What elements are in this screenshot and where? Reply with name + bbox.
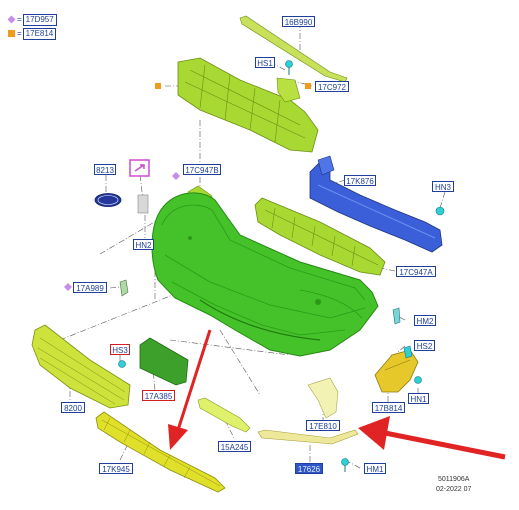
side-clip bbox=[119, 279, 129, 297]
legend-code: 17E814 bbox=[22, 28, 57, 40]
label-17c972: 17C972 bbox=[315, 81, 349, 92]
hs3-clip bbox=[118, 360, 126, 368]
impact-beam bbox=[309, 155, 443, 253]
label-hs1: HS1 bbox=[255, 57, 275, 68]
label-17626: 17626 bbox=[295, 463, 323, 474]
label-17b814: 17B814 bbox=[372, 402, 405, 413]
upper-bracket-part bbox=[177, 57, 319, 153]
label-8213: 8213 bbox=[94, 164, 116, 175]
red-arrow-down bbox=[168, 329, 212, 450]
upper-seal-strip bbox=[239, 15, 348, 83]
label-17e810: 17E810 bbox=[306, 420, 340, 431]
hs2-clip bbox=[403, 345, 413, 359]
label-16b990: 16B990 bbox=[282, 16, 315, 27]
label-hm2: HM2 bbox=[414, 315, 436, 326]
lower-strip bbox=[197, 397, 251, 433]
label-15a245: 15A245 bbox=[218, 441, 251, 452]
lower-grille-bottom bbox=[95, 411, 226, 493]
label-hn1: HN1 bbox=[408, 393, 429, 404]
label-hn2: HN2 bbox=[133, 239, 154, 250]
square-icon bbox=[8, 30, 15, 38]
legend-item-diamond: =17D957 bbox=[7, 14, 57, 26]
label-17a385: 17A385 bbox=[142, 390, 175, 401]
label-17k945: 17K945 bbox=[99, 463, 133, 474]
hn3-nut bbox=[435, 206, 445, 216]
hm1-clip bbox=[341, 458, 349, 472]
hn1-nut bbox=[414, 376, 422, 384]
purple-marker-2 bbox=[64, 283, 72, 291]
label-hs2: HS2 bbox=[414, 340, 435, 351]
label-17a989: 17A989 bbox=[73, 282, 107, 293]
hs1-clip bbox=[285, 60, 293, 75]
trim-piece bbox=[307, 377, 339, 419]
label-17k876: 17K876 bbox=[344, 175, 376, 186]
corner-bracket bbox=[374, 349, 419, 393]
orange-marker-1 bbox=[155, 83, 161, 89]
red-arrow-left bbox=[358, 416, 506, 460]
small-plate bbox=[137, 194, 149, 214]
diamond-icon bbox=[7, 15, 16, 24]
diagram-code: 5011906A bbox=[438, 476, 470, 483]
lower-grille-left bbox=[31, 324, 131, 409]
diagram-date: 02-2022 07 bbox=[436, 486, 472, 493]
chrome-strip bbox=[257, 429, 359, 445]
label-hs3: HS3 bbox=[110, 344, 130, 355]
hm2-part bbox=[392, 307, 401, 325]
energy-absorber bbox=[254, 197, 386, 276]
bumper-cover bbox=[151, 192, 379, 357]
purple-marker-1 bbox=[172, 172, 180, 180]
legend-item-square: =17E814 bbox=[8, 28, 57, 40]
label-17c947b: 17C947B bbox=[183, 164, 221, 175]
orange-marker-2 bbox=[305, 83, 311, 89]
legend-code: 17D957 bbox=[22, 14, 57, 26]
label-hm1: HM1 bbox=[364, 463, 386, 474]
label-17c947a: 17C947A bbox=[396, 266, 436, 277]
label-hn3: HN3 bbox=[432, 181, 454, 192]
label-8200: 8200 bbox=[61, 402, 85, 413]
sensor-bracket bbox=[139, 337, 189, 386]
